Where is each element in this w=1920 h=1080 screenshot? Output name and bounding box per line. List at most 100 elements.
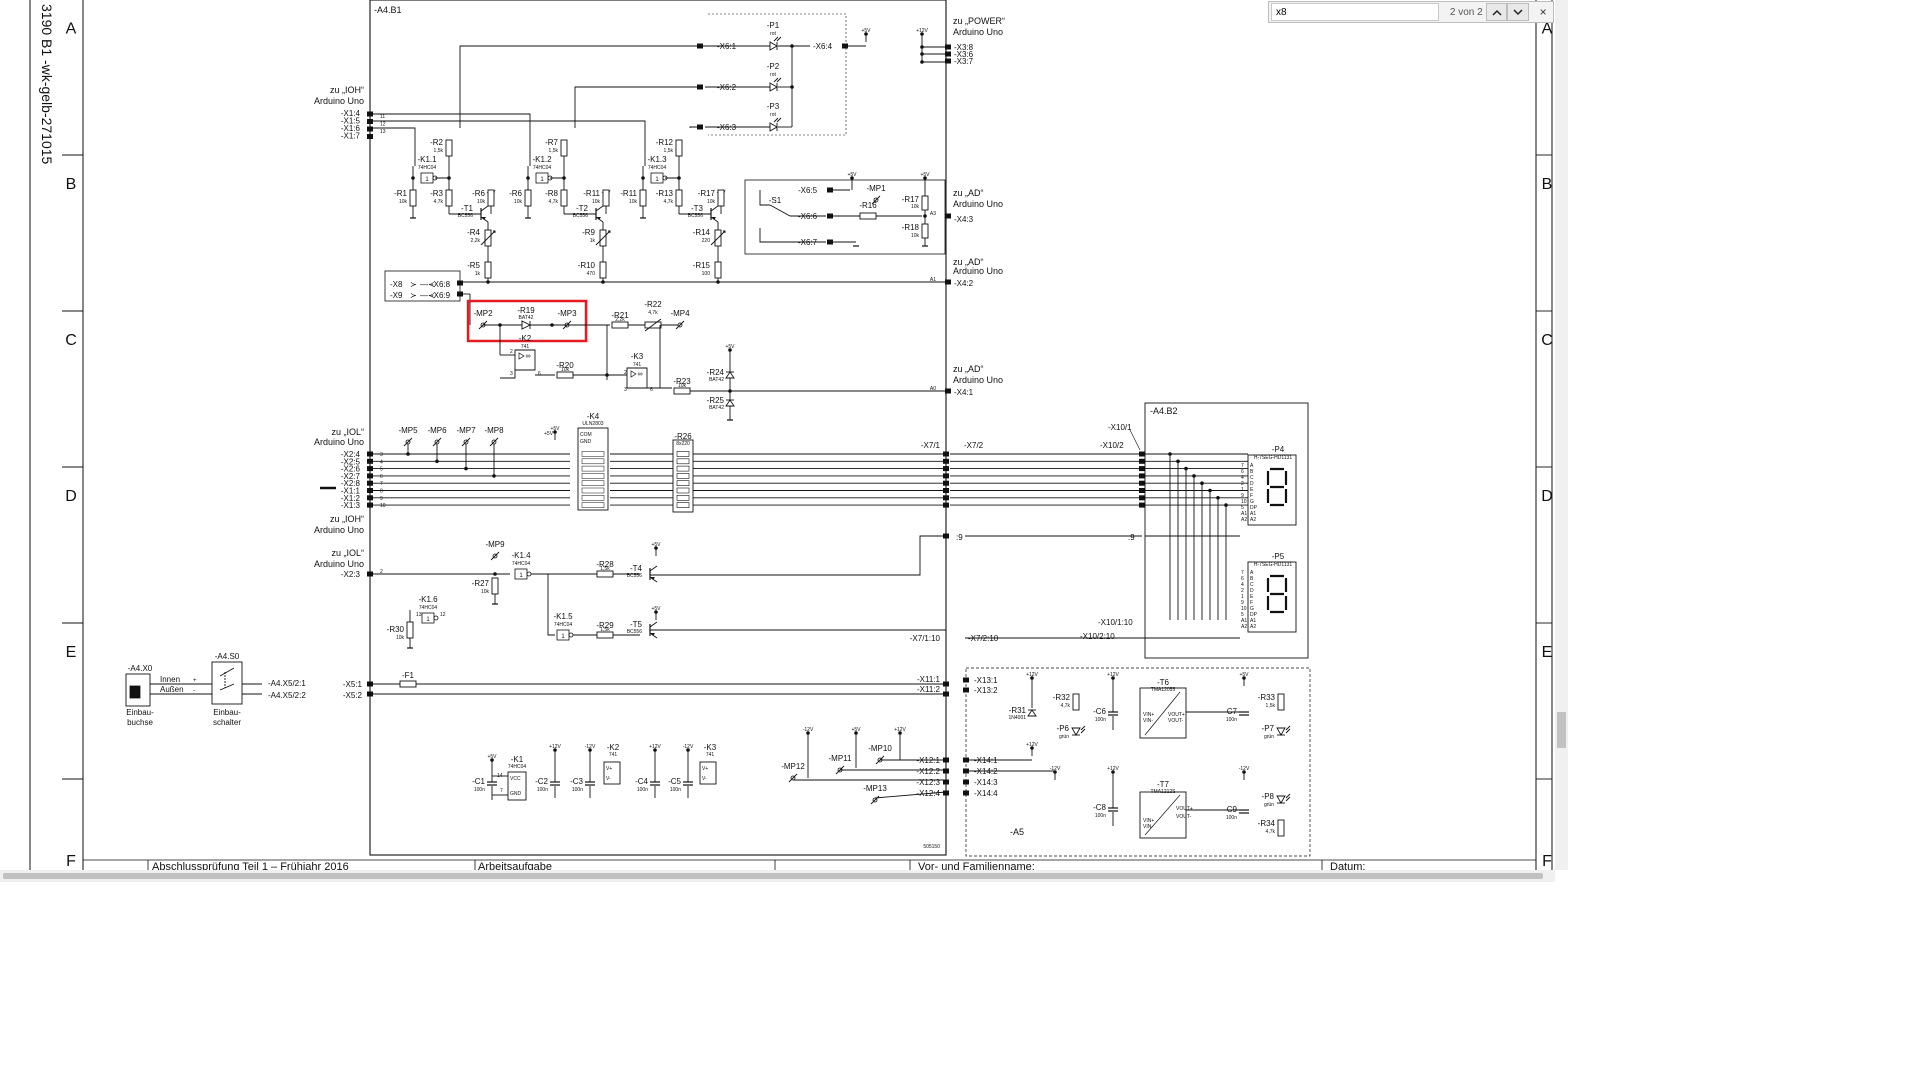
resistor-array-label: -R26: [674, 432, 692, 441]
resistor-label: -R6: [509, 189, 522, 198]
pin: [367, 111, 373, 117]
resistor-label: -R12: [656, 138, 674, 147]
resistor-value: 1,5k: [664, 148, 674, 154]
resistor-value: 4,7k: [434, 199, 444, 205]
segment-pin-label: B: [1250, 469, 1254, 475]
segment-pin-number: 4: [1241, 475, 1244, 481]
capacitor-label: -C4: [635, 777, 648, 786]
vertical-scrollbar[interactable]: [1555, 0, 1568, 870]
connector-pin-label: -X1:7: [341, 132, 361, 141]
measuring-point-label: -MP1: [866, 184, 886, 193]
resistor-label: -R20: [556, 361, 574, 370]
gate-label: -K1.6: [418, 595, 438, 604]
horizontal-scrollbar[interactable]: [0, 870, 1555, 882]
resistor-value: 4,7k: [648, 310, 658, 316]
segment-pin-number: 10: [1241, 606, 1247, 612]
vertical-scroll-thumb[interactable]: [1557, 712, 1566, 748]
connector-label: -X6:2: [717, 83, 737, 92]
resistor-label: -R6: [472, 189, 485, 198]
resistor-array-value: 8x220: [676, 441, 690, 447]
capacitor-value: 100n: [1226, 815, 1237, 821]
resistor-value: 1,5k: [600, 627, 610, 633]
segment-pin-label: DP: [1250, 505, 1258, 511]
segment-pin-label: D: [1250, 481, 1254, 487]
connector-caption: Arduino Uno: [953, 199, 1003, 209]
segment-pin-number: 4: [1241, 582, 1244, 588]
resistor-label: -R1: [394, 189, 407, 198]
segment-pin-number: A2: [1241, 624, 1247, 630]
pin: [367, 473, 373, 479]
transistor-label: -T3: [691, 204, 704, 213]
resistor-value: 10k: [911, 233, 920, 239]
ic-type: 74HC04: [508, 764, 527, 770]
supply-label: +12V: [894, 727, 906, 733]
capacitor-value: 100n: [637, 787, 648, 793]
segment-pin-number: 10: [1241, 499, 1247, 505]
segment-pin-label: G: [1250, 606, 1254, 612]
transistor-type: BC556: [627, 629, 643, 635]
connector-pin-label: -X2:4: [341, 450, 361, 459]
pin-x4-1: [945, 388, 951, 394]
horizontal-scroll-thumb[interactable]: [3, 873, 1543, 879]
transistor-type: BC556: [688, 213, 704, 219]
connector-x6-1: [697, 43, 703, 49]
connector-pin-label: -X4:3: [954, 215, 974, 224]
connector-label: -X6:7: [798, 238, 818, 247]
resistor-label: -R10: [578, 261, 596, 270]
converter-pin: VIN+: [1143, 712, 1154, 718]
converter-pin: VOUT+: [1168, 712, 1185, 718]
led-color: rot: [770, 31, 776, 37]
opamp-label: -K3: [704, 743, 717, 752]
close-icon: ×: [1539, 5, 1547, 19]
gate-symbol: 1: [561, 634, 565, 640]
pin-x4-2: [945, 279, 951, 285]
resistor-label: -R23: [673, 377, 691, 386]
led-color: rot: [770, 72, 776, 78]
segment-pin-number: 7: [1241, 463, 1244, 469]
jumper-symbol: ≻: [410, 291, 417, 300]
diode-label: -R24: [707, 368, 725, 377]
connector-pin-label: -X2:5: [341, 457, 361, 466]
socket-minus: -: [193, 688, 195, 694]
connector-pin-label: -X2:8: [341, 479, 361, 488]
opamp-label: -K3: [631, 352, 644, 361]
search-input[interactable]: [1271, 3, 1440, 21]
resistor-label: -R17: [698, 189, 716, 198]
module-a5: -A5-X13:1-X13:2-X14:1-X14:2-X14:3-X14:4+…: [963, 667, 1311, 857]
connector-pin-label: -X1:6: [341, 124, 361, 133]
row-letter-right: C: [1541, 332, 1553, 349]
resistor-value: 10k: [911, 204, 920, 210]
row-letter-right: D: [1541, 488, 1553, 505]
pin-number: 2: [510, 349, 513, 355]
pin-x10: [1139, 488, 1145, 493]
converter-label: -T6: [1157, 678, 1170, 687]
pin-x10: [1139, 473, 1145, 479]
next-match-button[interactable]: [1507, 3, 1530, 21]
switch-caption: Einbau-: [213, 708, 241, 717]
resistor-label: -R15: [693, 261, 711, 270]
resistor-label: -R11: [583, 189, 600, 198]
capacitor-value: 100n: [1095, 813, 1106, 819]
resistor-label: -R29: [596, 621, 614, 630]
segment-pin-number: 9: [1241, 600, 1244, 606]
pin-number: 6: [538, 371, 541, 377]
connector-label: -X12:4: [916, 789, 940, 798]
diode-type: 1N4001: [1008, 715, 1026, 721]
connector-pin-label: -X4:2: [954, 279, 974, 288]
transistor-label: -T5: [630, 620, 643, 629]
resistor-value: 10k: [481, 589, 490, 595]
supply-label: +5V: [847, 172, 857, 178]
resistor-value: 10k: [477, 199, 486, 205]
previous-match-button[interactable]: [1485, 3, 1508, 21]
socket-caption: buchse: [127, 718, 153, 727]
close-find-button[interactable]: ×: [1533, 3, 1553, 21]
pin-x7: [943, 502, 949, 508]
connector-label: -X12:1: [916, 756, 940, 765]
connector-pin-label: -X2:7: [341, 472, 361, 481]
row-letter-right: F: [1542, 853, 1552, 870]
